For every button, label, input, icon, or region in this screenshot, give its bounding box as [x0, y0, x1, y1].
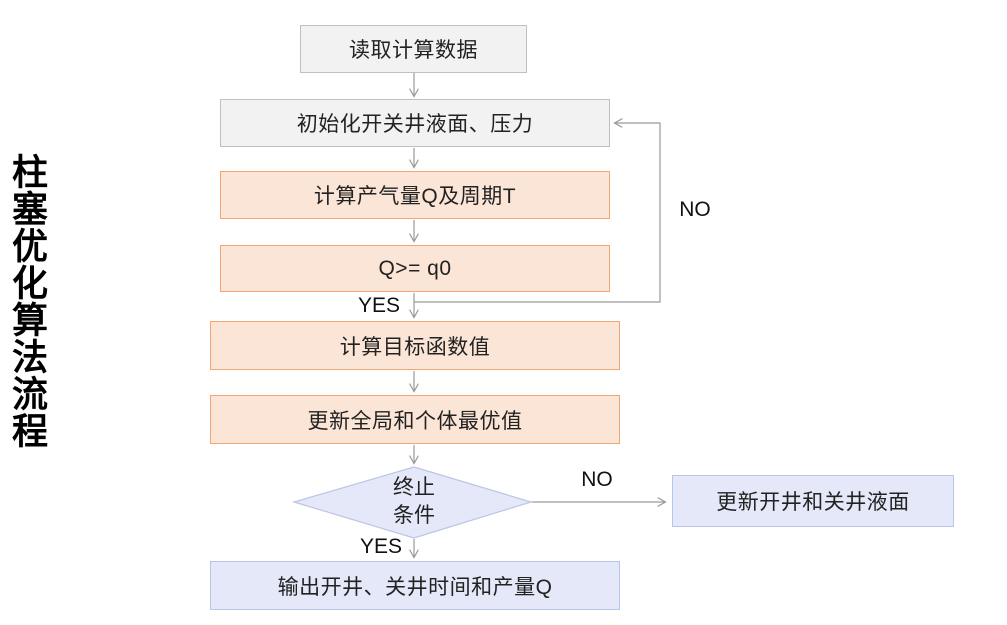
decision-diamond-label: 终止 条件	[354, 473, 474, 531]
flow-box-calc-q-t: 计算产气量Q及周期T	[220, 171, 610, 219]
arrow-qcond-no-feedback	[414, 123, 661, 303]
label-no-q-condition: NO	[679, 198, 711, 221]
label-yes-q-condition: YES	[357, 294, 400, 317]
flow-box-read-data: 读取计算数据	[300, 25, 527, 73]
flow-box-update-liquid: 更新开井和关井液面	[672, 475, 954, 527]
decision-label-line1: 终止	[393, 476, 435, 499]
decision-label-line2: 条件	[393, 504, 435, 527]
decision-diamond	[291, 466, 534, 539]
flow-box-q-condition: Q>= q0	[220, 245, 610, 292]
label-yes-terminate: YES	[359, 535, 402, 558]
label-no-terminate: NO	[581, 468, 613, 491]
flow-box-output: 输出开井、关井时间和产量Q	[210, 561, 620, 610]
flow-box-init-wells: 初始化开关井液面、压力	[220, 99, 610, 147]
flow-box-calc-objective: 计算目标函数值	[210, 321, 620, 370]
diagram-title: 柱塞优化算法流程	[7, 153, 48, 449]
flow-box-update-best: 更新全局和个体最优值	[210, 395, 620, 444]
